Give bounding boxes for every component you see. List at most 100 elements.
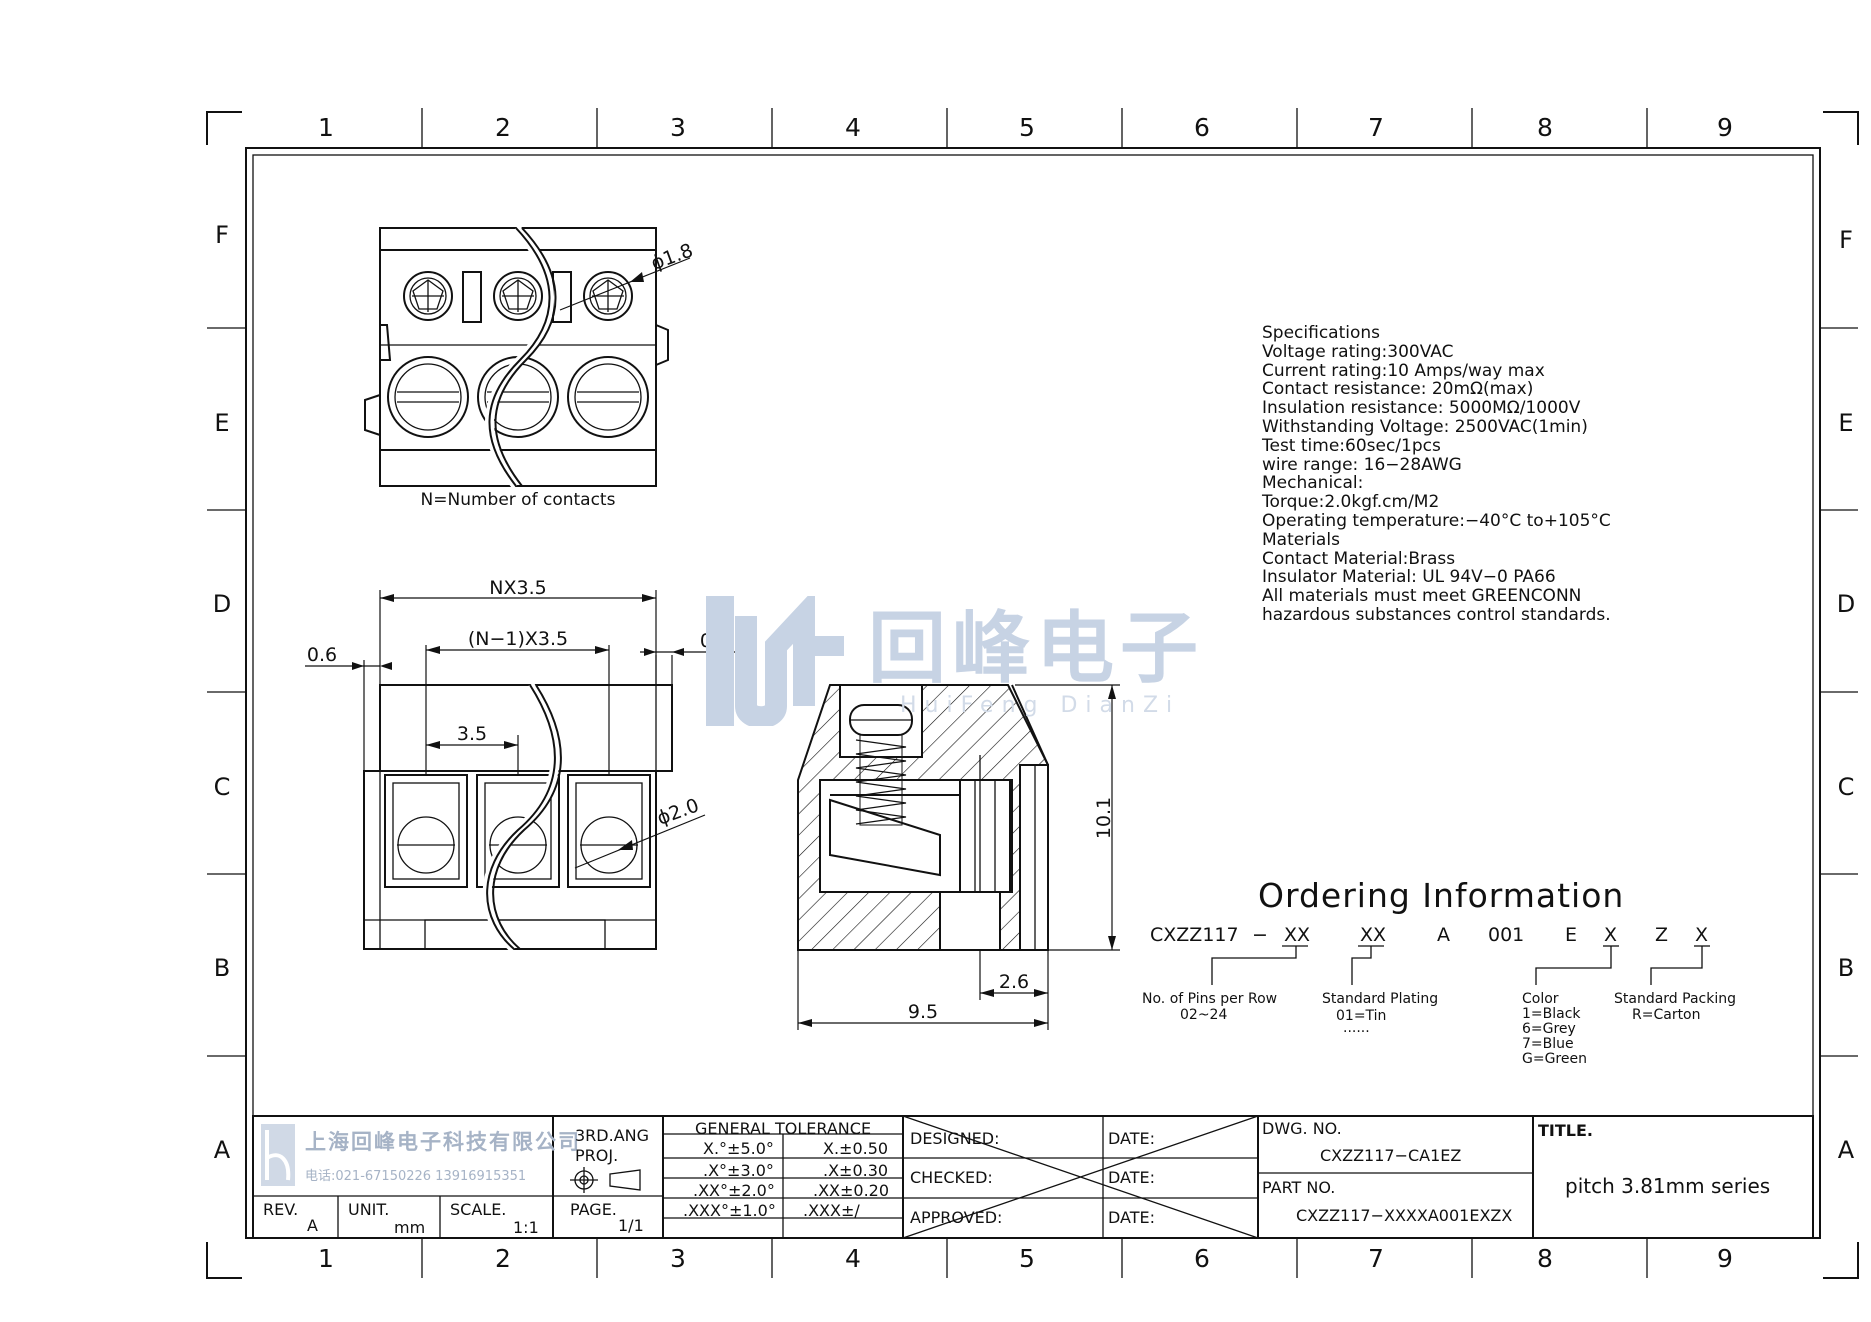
col-label-top: 5 [1019,113,1035,142]
row-label-right: F [1839,226,1853,254]
col-label-bottom: 1 [318,1244,334,1273]
overall-width-dim: NX3.5 [489,577,546,599]
height-dim: 10.1 [1093,797,1115,839]
col-label-bottom: 6 [1194,1244,1210,1273]
specifications: Specifications Voltage rating:300VAC Cur… [1262,324,1611,625]
watermark-company: 回峰电子 [868,604,1205,694]
unit-label: UNIT. [348,1200,390,1219]
tolerance-angle: X.°±5.0° [703,1139,774,1158]
dwg-no-label: DWG. NO. [1262,1119,1342,1138]
left-margin-dim: 0.6 [307,644,337,666]
part-no-label: PART NO. [1262,1178,1336,1197]
tolerance-linear: .X±0.30 [823,1161,889,1180]
packing-label: Standard Packing [1614,991,1736,1007]
approved-label: APPROVED: [910,1208,1003,1227]
col-label-top: 8 [1537,113,1553,142]
col-label-top: 4 [845,113,861,142]
pins-range: 02~24 [1180,1007,1227,1023]
spec-line: Specifications [1262,323,1381,343]
title-label: TITLE. [1538,1121,1593,1140]
row-label-right: B [1838,954,1854,982]
col-label-bottom: 5 [1019,1244,1035,1273]
spec-line: Insulator Material: UL 94V−0 PA66 [1262,567,1556,588]
col-label-top: 9 [1717,113,1733,142]
spec-line: Test time:60sec/1pcs [1262,435,1441,456]
watermark-logo [706,596,844,726]
wire [488,227,551,487]
code-dash: − [1252,924,1268,946]
scale-value: 1:1 [513,1218,539,1237]
col-label-bottom: 9 [1717,1244,1733,1273]
row-label-left: C [214,773,231,801]
wire-clamp [387,356,469,438]
dwg-no-value: CXZZ117−CA1EZ [1320,1146,1462,1165]
col-label-bottom: 2 [495,1244,511,1273]
screw-hole [493,271,543,321]
spec-line: Mechanical: [1262,473,1364,494]
corner-marks [206,111,1859,1279]
col-label-top: 1 [318,113,334,142]
wire-diameter-dim: ϕ2.0 [654,794,702,829]
designed-label: DESIGNED: [910,1129,1000,1148]
col-label-bottom: 3 [670,1244,686,1273]
date-label: DATE: [1108,1168,1156,1187]
tolerance-angle: .XX°±2.0° [693,1181,775,1200]
front-view: NX3.5 (N−1)X3.5 3.5 0.6 0.6 ϕ2.0 [305,577,740,953]
ordering-title: Ordering Information [1258,876,1625,915]
company-name: 上海回峰电子科技有限公司 [305,1130,581,1154]
code-series: CXZZ117 [1150,924,1239,946]
part-no-value: CXZZ117−XXXXA001EXZX [1296,1206,1513,1225]
row-label-left: A [214,1136,231,1164]
code-plating: XX [1360,924,1386,946]
depth-dim: 9.5 [908,1001,938,1023]
col-label-bottom: 4 [845,1244,861,1273]
col-label-bottom: 8 [1537,1244,1553,1273]
row-label-right: D [1837,590,1855,618]
plating-more: ...... [1343,1020,1370,1036]
tolerance-linear: .XXX±/ [803,1201,860,1220]
col-label-bottom: 7 [1368,1244,1384,1273]
code-packing: X [1695,924,1708,946]
spec-line: All materials must meet GREENCONN [1262,586,1582,607]
col-label-top: 6 [1194,113,1210,142]
row-label-left: D [213,590,231,618]
rev-value: A [307,1216,318,1235]
col-label-top: 3 [670,113,686,142]
rev-label: REV. [263,1200,299,1219]
spec-line: Contact Material:Brass [1262,548,1456,569]
spec-line: Voltage rating:300VAC [1262,341,1454,362]
tolerance-title: GENERAL TOLERANCE [695,1119,872,1138]
spec-line: Contact resistance: 20mΩ(max) [1262,379,1534,400]
side-view: 10.1 9.5 2.6 [797,684,1120,1030]
scale-label: SCALE. [450,1200,507,1219]
date-label: DATE: [1108,1129,1156,1148]
color-option: 6=Grey [1522,1021,1576,1037]
code-001: 001 [1488,924,1524,946]
code-pins: XX [1284,924,1310,946]
top-view: ϕ1.8 N=Number of contacts [364,224,696,510]
plating-label: Standard Plating [1322,991,1438,1007]
offset-dim: 2.6 [999,971,1029,993]
page-value: 1/1 [618,1216,644,1235]
plating-value: 01=Tin [1336,1008,1386,1024]
spec-line: Current rating:10 Amps/way max [1262,360,1545,381]
page-label: PAGE. [570,1200,617,1219]
title-value: pitch 3.81mm series [1565,1174,1771,1198]
grid-ticks [207,108,1858,1278]
tolerance-angle: .X°±3.0° [703,1161,774,1180]
code-z: Z [1655,924,1668,946]
spec-line: Operating temperature:−40°C to+105°C [1262,510,1611,531]
checked-label: CHECKED: [910,1168,993,1187]
code-a: A [1437,924,1450,946]
color-option: 7=Blue [1522,1036,1574,1052]
row-label-right: A [1838,1136,1855,1164]
projection-symbol [570,1167,641,1193]
spec-line: Materials [1262,529,1340,550]
title-block [252,1115,1814,1239]
projection-label: 3RD.ANG [575,1126,650,1145]
spec-line: Insulation resistance: 5000MΩ/1000V [1262,398,1581,419]
row-label-left: F [215,221,229,249]
spec-line: Withstanding Voltage: 2500VAC(1min) [1262,416,1588,437]
screw-hole [403,271,453,321]
